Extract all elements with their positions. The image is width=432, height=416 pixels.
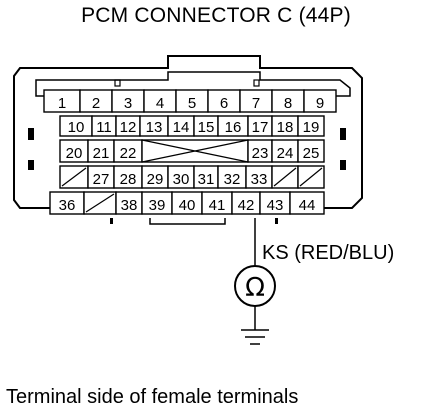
terminal-cell — [303, 89, 337, 113]
connector-housing — [13, 55, 363, 209]
left-latch — [28, 128, 34, 140]
terminal-label: 28 — [120, 171, 137, 188]
left-latch-lower — [28, 160, 34, 170]
terminal-label: 8 — [284, 95, 292, 112]
terminal-label: 16 — [225, 119, 242, 136]
terminal-cell — [289, 191, 325, 215]
terminal-label: 12 — [120, 119, 137, 136]
terminal-label: 5 — [188, 95, 196, 112]
terminal-label: 25 — [303, 145, 320, 162]
terminal-label: 13 — [146, 119, 163, 136]
unused-slash-line — [61, 167, 87, 187]
terminal-label: 29 — [147, 171, 164, 188]
key-mark-right — [253, 79, 260, 87]
terminal-label: 32 — [224, 171, 241, 188]
terminal-label: 21 — [93, 145, 110, 162]
wire-color-label: KS (RED/BLU) — [262, 242, 394, 264]
terminal-label: 33 — [251, 171, 268, 188]
key-mark-left — [114, 79, 121, 87]
terminal-label: 10 — [68, 119, 85, 136]
terminal-label: 15 — [198, 119, 215, 136]
terminal-label: 42 — [238, 197, 255, 214]
terminal-label: 6 — [220, 95, 228, 112]
terminal-label: 17 — [252, 119, 269, 136]
terminal-label: 18 — [277, 119, 294, 136]
terminal-label: 30 — [173, 171, 190, 188]
terminal-label: 1 — [58, 95, 66, 112]
caption: Terminal side of female terminals — [6, 386, 299, 408]
unused-slash-line — [299, 167, 323, 187]
terminal-label: 14 — [173, 119, 190, 136]
terminal-label: 24 — [277, 145, 294, 162]
terminal-label: 2 — [92, 95, 100, 112]
terminal-label: 27 — [93, 171, 110, 188]
ohm-symbol: Ω — [245, 273, 265, 303]
terminal-label: 11 — [96, 119, 112, 136]
terminal-label: 7 — [252, 95, 260, 112]
terminal-label: 44 — [299, 197, 316, 214]
terminal-label: 23 — [252, 145, 269, 162]
terminal-label: 39 — [149, 197, 166, 214]
terminal-label: 4 — [156, 95, 164, 112]
terminal-label: 40 — [179, 197, 196, 214]
terminal-label: 43 — [267, 197, 284, 214]
terminal-label: 38 — [121, 197, 138, 214]
terminal-label: 3 — [124, 95, 132, 112]
unused-slash-line — [273, 167, 297, 187]
terminal-label: 9 — [316, 95, 324, 112]
terminal-label: 20 — [66, 145, 83, 162]
connector-title: PCM CONNECTOR C (44P) — [81, 4, 351, 27]
terminal-label: 41 — [209, 197, 226, 214]
terminal-label: 19 — [303, 119, 320, 136]
terminal-cell — [297, 139, 325, 163]
right-latch — [340, 128, 346, 140]
bottom-tick-left — [110, 218, 113, 224]
ground-icon — [241, 329, 269, 345]
terminal-label: 22 — [120, 145, 137, 162]
terminal-label: 36 — [59, 197, 76, 214]
terminal-cell — [297, 115, 325, 137]
ohmmeter-icon: Ω — [234, 265, 276, 307]
bottom-tick-right — [275, 218, 278, 224]
terminal-label: 31 — [198, 171, 215, 188]
bottom-key-tab — [149, 218, 226, 225]
unused-cross-line — [141, 139, 249, 163]
right-latch-lower — [340, 160, 346, 170]
unused-slash-line — [85, 193, 115, 213]
